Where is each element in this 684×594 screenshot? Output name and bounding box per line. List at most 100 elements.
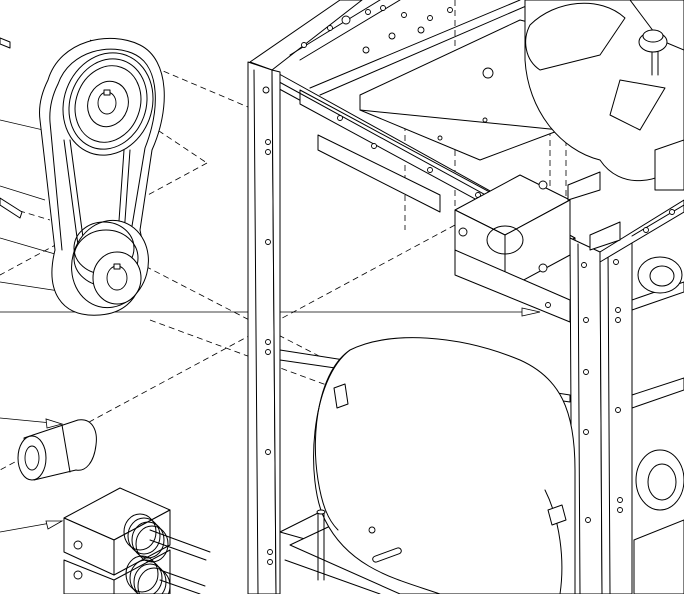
spring-coil (137, 567, 171, 594)
rail-hole (380, 5, 386, 11)
spring-coil (131, 521, 165, 559)
rail-hole (669, 209, 675, 215)
rod-end (316, 509, 326, 515)
motor-tab (333, 383, 349, 409)
top-rail-far (599, 199, 684, 263)
post-hole (581, 262, 587, 268)
arrow-head (45, 520, 64, 530)
torsion-springs (123, 513, 171, 594)
post-edge (577, 243, 581, 594)
small-bracket (589, 221, 621, 251)
projection-line (0, 204, 51, 221)
bracket-bearing (486, 225, 524, 255)
bracket-hole (458, 227, 468, 237)
projection-line (109, 247, 351, 373)
post-hole (265, 339, 271, 345)
bracket-hole (538, 180, 548, 190)
bearing (635, 449, 684, 511)
belt-drive (39, 38, 165, 316)
rail-edge (309, 0, 521, 89)
drive-belt-inner-edge (49, 83, 63, 251)
post-hole (615, 317, 621, 323)
rail-hole (643, 227, 649, 233)
post-hole (583, 369, 589, 375)
key-bar (0, 197, 23, 219)
lower-pulley (71, 219, 149, 309)
rail-edge (319, 0, 541, 96)
post-hole (613, 259, 619, 265)
motor-end-cap (314, 349, 351, 531)
leader-line (0, 237, 56, 255)
belt-strand (69, 139, 85, 246)
left-post-front (247, 61, 277, 594)
mounting-bracket (317, 134, 571, 323)
bearing-inner (649, 265, 675, 287)
spring-block (63, 487, 211, 594)
bracket-hole (545, 302, 551, 308)
motor (313, 337, 576, 594)
drive-belt-inner-edge (57, 48, 156, 227)
post-hole (617, 497, 623, 503)
block-hole (73, 540, 83, 550)
rail-hole (447, 7, 453, 13)
right-hardware (567, 171, 684, 594)
spring-coil (125, 555, 159, 593)
motor-band (544, 489, 563, 594)
rail-hole (362, 46, 370, 54)
belt-strand (123, 149, 131, 236)
mount-hole (368, 526, 376, 534)
spring-coil (129, 559, 163, 594)
pin (159, 569, 206, 587)
rail-hole (417, 26, 425, 34)
post-hole (615, 307, 621, 313)
post-hole (265, 139, 271, 145)
right-block (633, 519, 684, 594)
post-hole (617, 507, 623, 513)
leader-line (0, 185, 46, 201)
rail-hole (337, 115, 343, 121)
rail-hole (365, 9, 371, 15)
rail-hole (371, 143, 377, 149)
fan-blade (629, 0, 684, 51)
plate-hole (482, 117, 488, 123)
block-hole (73, 570, 83, 580)
rail-hole (388, 32, 396, 40)
shaft-key (0, 37, 23, 219)
plate-hole (437, 135, 443, 141)
keyway (113, 263, 121, 270)
post-hole (583, 317, 589, 323)
arrow-head (521, 307, 541, 317)
rail-hole (401, 12, 407, 18)
right-post-side (599, 235, 633, 594)
spring-coil (135, 525, 169, 563)
rail-hole (301, 42, 307, 48)
block-lower-front (63, 559, 115, 594)
bearing (637, 256, 683, 294)
fan-blade (525, 2, 626, 71)
pulley-groove (74, 65, 142, 143)
fan-assembly (524, 0, 684, 191)
plate-hole (482, 67, 494, 79)
shaft-coupler (17, 419, 97, 481)
post-hole (267, 549, 273, 555)
slot (372, 547, 402, 563)
post-hole (583, 429, 589, 435)
key-stub (0, 37, 11, 49)
post-hole (265, 239, 271, 245)
fan-mount (654, 139, 684, 191)
rail-edge (631, 204, 684, 237)
post-edge (607, 249, 611, 594)
keyway (103, 89, 111, 96)
post-hole (265, 149, 271, 155)
spring-coil (123, 513, 157, 551)
bracket-flange (317, 134, 441, 213)
rail-hole (341, 15, 351, 25)
fan-hub-top (642, 29, 664, 43)
pulley-groove (68, 58, 148, 150)
plate-edge (359, 109, 561, 131)
pin (149, 539, 207, 561)
fan-blade (609, 79, 666, 131)
post-hole (585, 517, 591, 523)
post-hole (267, 559, 273, 565)
upper-pulley (62, 52, 154, 156)
